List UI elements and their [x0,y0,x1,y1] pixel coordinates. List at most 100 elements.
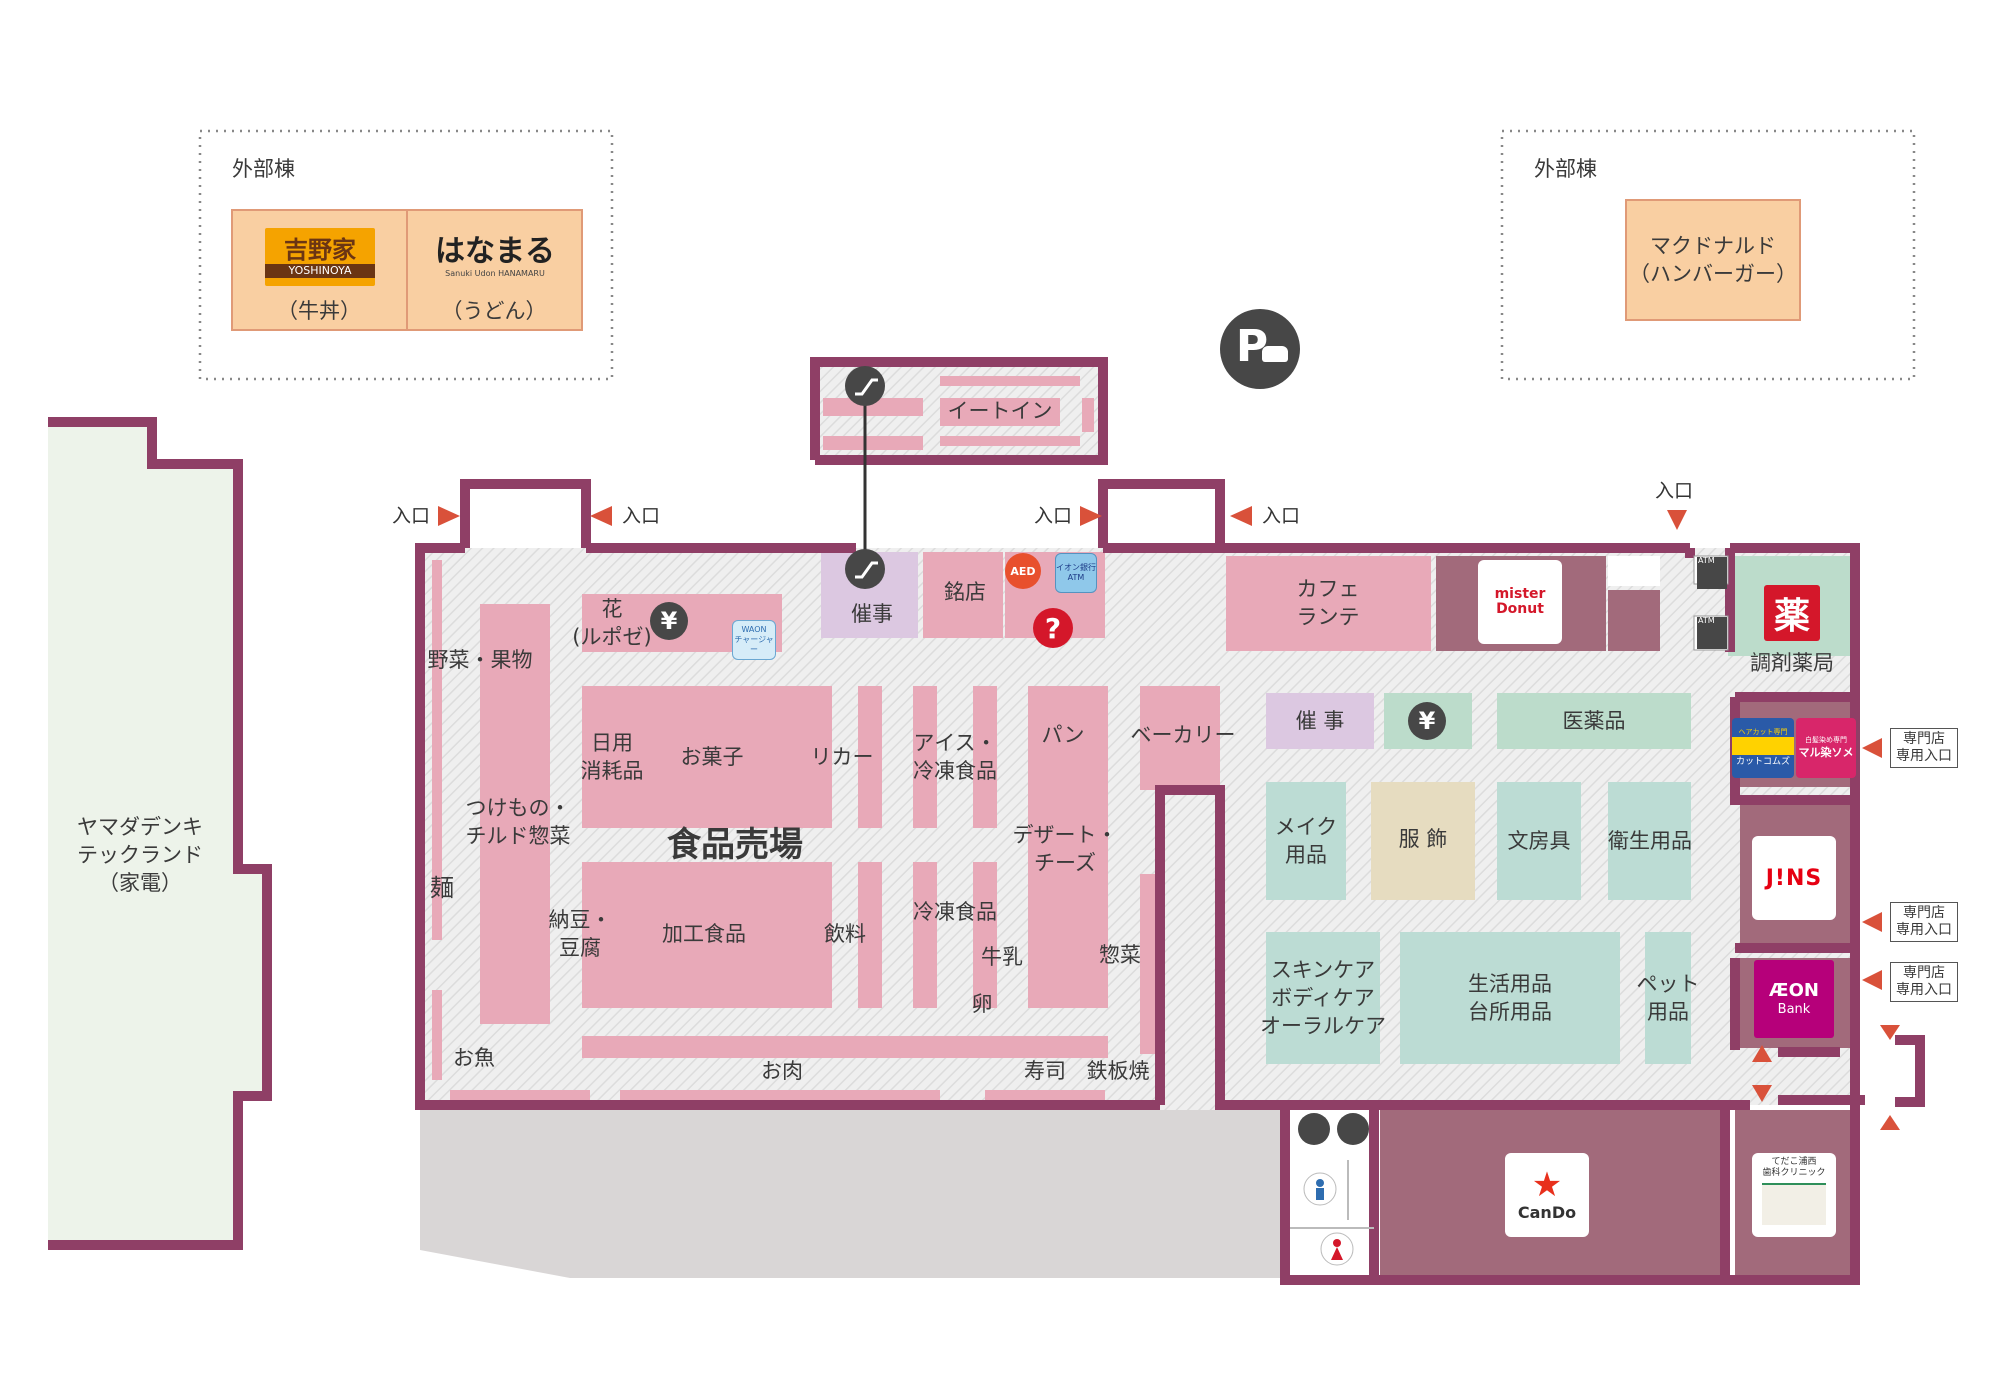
marusome-name: マル染ソメ [1798,746,1854,759]
fukushoku-block [1371,782,1475,900]
aeonbank-logo-sub: Bank [1777,1002,1811,1017]
yen-symbol-food: ¥ [660,607,678,635]
make-label: メイク 用品 [1274,815,1338,867]
escalator-icon-bottom[interactable] [845,549,885,589]
yen-icon-nonfood[interactable]: ¥ [1408,702,1446,740]
cutcomz-name: カットコムズ [1735,757,1790,767]
specialty-entrance-2[interactable]: 専門店 専用入口 [1890,902,1958,942]
annex-right-box [1500,129,1916,381]
section-men: 麺 [430,874,454,902]
aed-label: AED [1010,564,1036,578]
parking-area [420,790,1285,1278]
marusome-logo[interactable]: 白髪染め専門 マル染ソメ [1796,718,1856,778]
seikatsu-label: 生活用品 台所用品 [1468,972,1552,1024]
info-symbol: ? [1044,611,1062,645]
cutcomz-bar [1732,737,1794,755]
section-nichiyo: 日用 消耗品 [580,731,644,783]
cando-logo[interactable]: ★ CanDo [1505,1153,1589,1237]
specialty-entrance-1[interactable]: 専門店 専用入口 [1890,728,1958,768]
hanamaru-logo-sub: Sanuki Udon HANAMARU [445,269,545,278]
hanamaru-category: （うどん） [441,299,547,323]
info-icon[interactable]: ? [1033,608,1073,648]
event-label-nonfood: 催 事 [1295,709,1345,733]
entrance-label-2: 入口 [622,505,661,527]
waon-charger-label: WAON チャージャー [734,625,774,654]
escalator-icon-top[interactable] [845,366,885,406]
pharmacy-logo: 薬 [1764,585,1820,641]
section-sakana: お魚 [453,1046,495,1070]
section-ice: アイス・ 冷凍食品 [913,731,997,783]
eat-in-shelf-2 [940,376,1080,386]
aeon-atm-icon[interactable]: イオン銀行 ATM [1055,553,1097,593]
parking-symbol: P [1235,320,1269,372]
neighbor-label: ヤマダデンキ テックランド （家電） [77,815,203,895]
section-yasai: 野菜・果物 [427,648,533,672]
seikatsu-block [1400,932,1620,1064]
neighbor-building-wall [48,417,272,1250]
bunbougu-label: 文房具 [1507,829,1571,853]
yoshinoya-logo: 吉野家 YOSHINOYA [265,228,375,286]
misterdonut-logo: mister Donut [1478,560,1562,644]
cutcomz-top: ヘアカット専門 [1738,728,1788,736]
section-reitou: 冷凍食品 [913,900,997,924]
section-niku: お肉 [761,1059,803,1083]
atm-icon-1[interactable] [1697,557,1727,589]
section-okashi: お菓子 [680,745,744,769]
cando-star-icon: ★ [1531,1165,1563,1205]
eat-in-shelf [940,398,1060,426]
section-liquor: リカー [810,745,874,769]
yoshinoya-category: （牛丼） [277,299,361,323]
hanamaru-logo-text: はなまる [435,234,555,269]
jins-logo[interactable]: J!NS [1752,836,1836,920]
entrance-label-3: 入口 [1034,505,1073,527]
aeonbank-logo[interactable]: ÆON Bank [1754,960,1834,1038]
annex-right-label: 外部棟 [1534,157,1597,181]
cafe-block [1226,556,1431,651]
misterdonut-logo-text: mister Donut [1494,586,1546,617]
parking-icon[interactable]: P [1220,309,1300,389]
event-block-nonfood [1266,693,1374,749]
takarakuji-booth [1608,590,1660,651]
baby-bottle-icon[interactable] [1337,1113,1369,1145]
section-saiji: 催事 [851,602,893,626]
section-tsukemono: つけもの・ チルド惣菜 [465,796,571,848]
clinic-logo[interactable]: てだこ浦西 歯科クリニック [1752,1153,1836,1237]
escalator-glyph-top [855,378,878,396]
entrance-arrows [438,506,1900,1130]
specialty-entrance-3[interactable]: 専門店 専用入口 [1890,962,1958,1002]
annex-left-label: 外部棟 [232,157,295,181]
cutcomz-logo[interactable]: ヘアカット専門 カットコムズ [1732,718,1794,778]
atm-icon-2[interactable] [1697,617,1727,649]
mens-figure-body [1316,1188,1324,1200]
section-sushi: 寿司 [1024,1059,1066,1083]
jins-logo-text: J!NS [1765,865,1823,891]
annex-store-mcdonalds[interactable] [1625,199,1801,321]
cando-logo-text: CanDo [1517,1203,1577,1222]
section-inryo: 飲料 [824,922,866,946]
escalator-glyph-bottom [855,561,878,579]
eat-in-shelf-5 [823,436,923,450]
waon-charger-icon[interactable]: WAON チャージャー [732,620,776,660]
entrance-label-4: 入口 [1262,505,1301,527]
clinic-logo-text: てだこ浦西 歯科クリニック [1762,1157,1826,1178]
eat-in-shelf-6 [1082,398,1094,432]
section-souzai: 惣菜 [1099,943,1141,967]
atm-label-1: ATM [1698,556,1715,565]
takarakuji-block [1608,556,1660,586]
bunbougu-block [1497,782,1581,900]
yen-icon-food[interactable]: ¥ [650,602,688,640]
mcdonalds-label: マクドナルド （ハンバーガー） [1629,234,1797,286]
iyaku-label: 医薬品 [1562,709,1626,733]
section-teppan: 鉄板焼 [1086,1059,1150,1083]
section-hana: 花 (ルポゼ) [572,597,652,649]
annex-store-hanamaru[interactable] [406,209,583,331]
parking-car-icon [1262,346,1288,362]
section-natto: 納豆・ 豆腐 [548,908,612,960]
mens-figure [1316,1179,1324,1187]
eat-in-shelf-3 [940,436,1080,446]
wheelchair-icon[interactable] [1298,1113,1330,1145]
yen-symbol-nonfood: ¥ [1418,707,1436,735]
section-tamago: 卵 [971,992,993,1016]
aed-icon[interactable]: AED [1005,553,1041,589]
cafe-label: カフェ ランテ [1296,577,1360,629]
